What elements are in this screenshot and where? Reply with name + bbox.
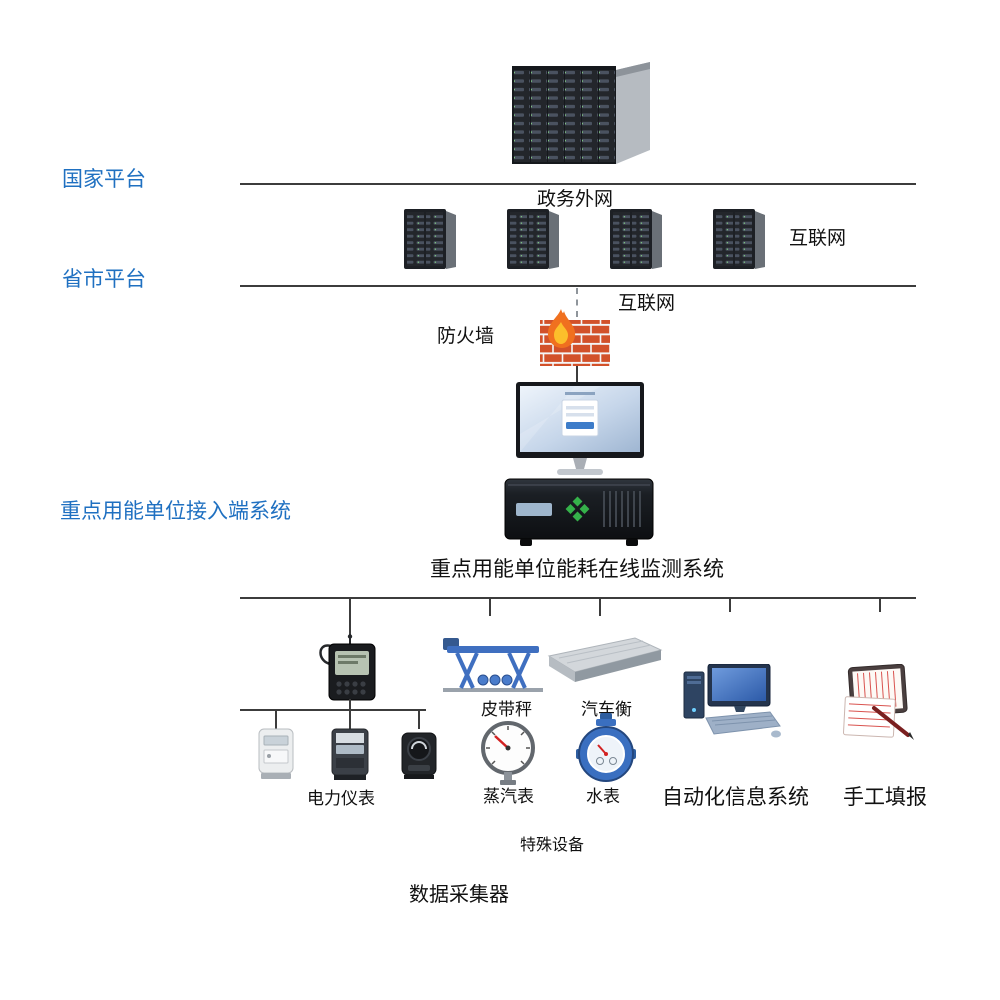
power-meter-label: 电力仪表 — [307, 789, 375, 809]
collector-to-bus-link — [349, 699, 351, 711]
drop-meter-3 — [418, 710, 420, 729]
meter-bus-line — [240, 709, 426, 711]
data-collector-label: 数据采集器 — [409, 882, 509, 906]
electric-meter-icon — [258, 728, 294, 779]
manual-entry-label: 手工填报 — [843, 785, 927, 809]
electric-meter-icon — [331, 728, 369, 780]
server-rack-cluster-icon — [512, 62, 650, 164]
special-equipment-label: 特殊设备 — [520, 835, 585, 854]
water-meter-icon — [576, 713, 636, 782]
desktop-computer-icon — [683, 664, 781, 738]
server-tower-icon — [610, 209, 662, 269]
belt-scale-label: 皮带秤 — [481, 700, 532, 720]
server-tower-icon — [404, 209, 456, 269]
internet-label-mid: 互联网 — [618, 292, 676, 314]
electric-meter-icon — [401, 732, 437, 779]
tier-label-national: 国家平台 — [62, 167, 146, 191]
server-tower-icon — [713, 209, 765, 269]
drop-meter-1 — [275, 710, 277, 729]
divider-enterprise — [240, 597, 916, 599]
drop-truck-scale — [599, 598, 601, 616]
server-chassis-icon — [504, 478, 654, 546]
divider-national — [240, 183, 916, 185]
firewall-brick-flame-icon — [540, 309, 610, 366]
truck-scale-label: 汽车衡 — [581, 700, 632, 720]
tier-label-enterprise-access: 重点用能单位接入端系统 — [60, 499, 291, 523]
water-meter-label: 水表 — [586, 787, 620, 807]
server-tower-icon — [507, 209, 559, 269]
gov-extranet-label: 政务外网 — [537, 188, 614, 210]
clipboard-pen-icon — [843, 664, 914, 740]
divider-provincial — [240, 285, 916, 287]
data-collector-device-icon — [319, 634, 376, 701]
pressure-gauge-icon — [481, 721, 535, 785]
monitor-login-screen-icon — [516, 382, 644, 475]
steam-meter-label: 蒸汽表 — [483, 787, 534, 807]
firewall-label: 防火墙 — [437, 325, 495, 347]
firewall-to-system-link — [576, 366, 578, 383]
drop-belt-scale — [489, 598, 491, 616]
internet-label-top: 互联网 — [789, 227, 847, 249]
monitoring-system-label: 重点用能单位能耗在线监测系统 — [430, 557, 724, 581]
automation-system-label: 自动化信息系统 — [662, 785, 809, 809]
belt-scale-icon — [443, 638, 543, 692]
drop-data-collector — [349, 598, 351, 636]
drop-manual — [879, 598, 881, 612]
tier-label-provincial: 省市平台 — [62, 267, 146, 291]
truck-scale-icon — [547, 637, 663, 682]
drop-meter-2 — [349, 710, 351, 729]
internet-dashed-link — [576, 288, 578, 317]
drop-automation — [729, 598, 731, 612]
